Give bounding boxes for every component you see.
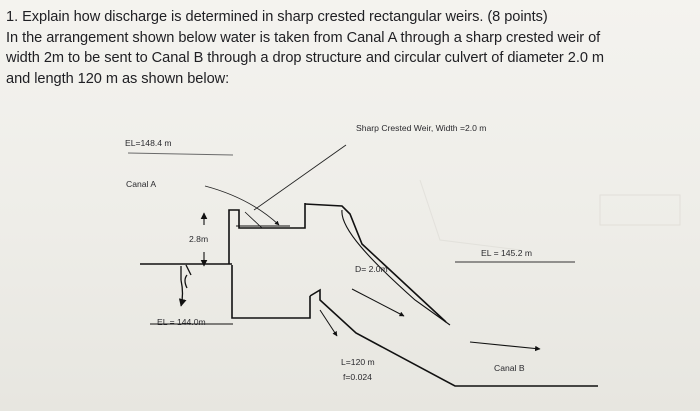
head-label: 2.8m xyxy=(189,234,208,244)
drop-structure xyxy=(228,203,311,319)
canal-a-label: Canal A xyxy=(126,179,156,189)
el-canal-a-label: EL=148.4 m xyxy=(125,138,172,148)
diameter-label: D= 2.0m xyxy=(355,264,388,274)
culvert-inner-curve xyxy=(341,209,451,326)
question-line-2: In the arrangement shown below water is … xyxy=(6,29,601,46)
diameter-arrow-bottom xyxy=(319,309,338,337)
question-prompt: Explain how discharge is determined in s… xyxy=(22,9,548,25)
canal-b-label: Canal B xyxy=(494,363,525,373)
question-line-1: 1.Explain how discharge is determined in… xyxy=(6,7,694,28)
diameter-arrow-top xyxy=(351,288,405,317)
question-line-4: and length 120 m as shown below: xyxy=(6,70,230,87)
length-label: L=120 m xyxy=(341,357,375,367)
friction-label: f=0.024 xyxy=(343,372,372,382)
canal-a-water-surface xyxy=(127,152,234,156)
el-canal-b-label: EL = 145.2 m xyxy=(481,248,532,258)
question-number: 1. xyxy=(6,9,19,25)
canal-b-flow-arrow xyxy=(469,341,541,352)
question-text: 1.Explain how discharge is determined in… xyxy=(6,7,694,89)
weir-label: Sharp Crested Weir, Width =2.0 m xyxy=(356,123,486,133)
nappe-arrow xyxy=(204,185,280,226)
drop-depth-arrow xyxy=(178,264,192,307)
paper-bleed-through xyxy=(419,179,681,251)
culvert-pipe xyxy=(304,203,598,387)
el-bottom-a-label: EL = 144.0m xyxy=(157,317,206,327)
weir-leader-line xyxy=(253,144,347,211)
nappe-inner-line xyxy=(244,211,263,229)
question-line-3: width 2m to be sent to Canal B through a… xyxy=(6,50,604,66)
